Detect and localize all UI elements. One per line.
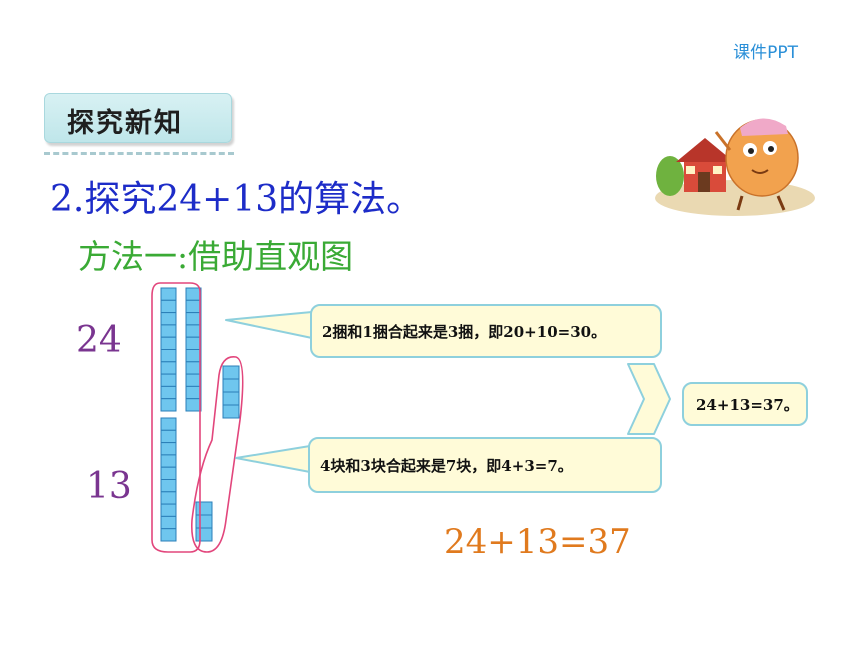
house-icon [676, 138, 734, 192]
unit-cube [160, 442, 177, 456]
unit-cube [160, 349, 177, 363]
dashed-divider [44, 152, 234, 155]
unit-cube [160, 312, 177, 326]
unit-cube [160, 491, 177, 505]
unit-cube [185, 299, 202, 314]
unit-cube [160, 454, 177, 468]
unit-cube [185, 361, 202, 375]
unit-cube [160, 324, 177, 338]
tens-bubble-pointer [225, 311, 313, 339]
unit-cube [222, 391, 240, 406]
unit-cube [160, 361, 177, 375]
unit-cube [185, 349, 202, 363]
tens-explanation-bubble: 2捆和1捆合起来是3捆，即20+10=30。 [310, 304, 662, 358]
unit-cube [185, 385, 202, 400]
chevron-right-icon [627, 363, 671, 435]
unit-cube [160, 398, 177, 412]
unit-cube [160, 466, 177, 481]
section-badge: 探究新知 [44, 93, 232, 143]
ones-explanation-bubble: 4块和3块合起来是7块，即4+3=7。 [308, 437, 662, 493]
ones-bubble-pointer [235, 445, 311, 473]
ten-rod [185, 287, 202, 412]
base-ten-blocks [160, 287, 240, 542]
unit-cube [185, 398, 202, 412]
unit-cubes-four [222, 365, 240, 419]
unit-cubes-three [195, 501, 213, 542]
tens-loop [151, 282, 201, 553]
corner-label: 课件PPT [733, 43, 798, 63]
unit-cube [160, 515, 177, 530]
unit-cube [195, 514, 213, 529]
unit-cube [185, 312, 202, 326]
unit-cube [160, 287, 177, 301]
unit-cube [195, 501, 213, 516]
ones-loop [190, 356, 244, 553]
unit-cube [185, 336, 202, 351]
section-badge-label: 探究新知 [67, 108, 183, 139]
unit-cube [222, 378, 240, 393]
unit-cube [160, 429, 177, 444]
method-subheading: 方法一:借助直观图 [78, 237, 354, 276]
unit-cube [222, 365, 240, 380]
unit-cube [195, 527, 213, 542]
cartoon-egg-mascot-icon [655, 118, 815, 216]
unit-cube [160, 385, 177, 400]
unit-cube [185, 287, 202, 301]
unit-cube [160, 373, 177, 387]
number-24-label: 24 [76, 320, 122, 361]
unit-cube [160, 336, 177, 351]
unit-cube [222, 404, 240, 419]
unit-cube [160, 503, 177, 517]
result-equation: 24+13=37 [444, 522, 631, 562]
unit-cube [185, 324, 202, 338]
number-13-label: 13 [86, 466, 132, 507]
unit-cube [160, 479, 177, 493]
sum-bubble: 24+13=37。 [682, 382, 808, 426]
unit-cube [160, 299, 177, 314]
ten-rod [160, 287, 177, 412]
unit-cube [185, 373, 202, 387]
problem-heading: 2.探究24+13的算法。 [50, 179, 423, 220]
unit-cube [160, 528, 177, 542]
unit-cube [160, 417, 177, 431]
ten-rod [160, 417, 177, 542]
